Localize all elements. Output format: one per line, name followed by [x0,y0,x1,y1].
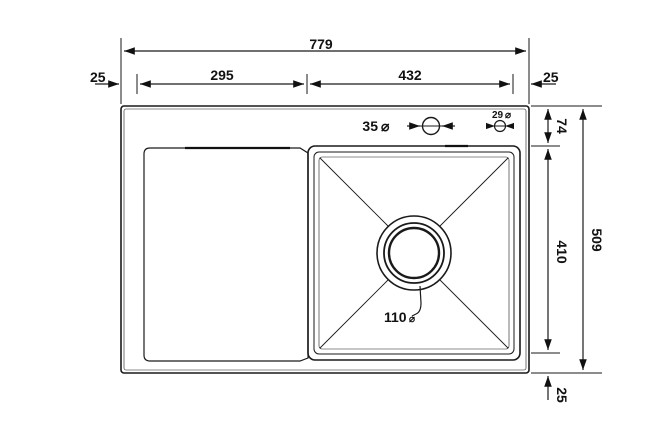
left-margin-label: 25 [90,69,106,85]
overall-depth-label: 509 [589,228,605,252]
tap-hole-small [486,119,514,133]
right-margin-label: 25 [543,69,559,85]
right-dimensions [531,105,602,400]
drain [376,215,452,317]
overall-width-label: 779 [309,36,333,52]
drainboard-outline [143,146,309,362]
bowl-depth-label: 410 [554,240,570,264]
sink-outline [120,105,530,374]
bowl-width-label: 432 [398,67,422,83]
drainboard-width-label: 295 [210,67,234,83]
top-offset-label: 74 [554,118,570,134]
drain-size-label: 110 [384,309,407,325]
bowl-outline [307,144,521,361]
tap-hole-large [407,116,455,136]
diameter-icon-drain: ⌀ [409,314,415,325]
tap-hole-large-label: 35 [362,118,378,134]
diameter-icon-small: ⌀ [505,110,511,121]
bottom-margin-label: 25 [554,387,570,403]
top-dimensions [95,38,556,104]
diameter-icon: ⌀ [381,118,390,134]
tap-hole-small-label: 29 [492,110,504,121]
